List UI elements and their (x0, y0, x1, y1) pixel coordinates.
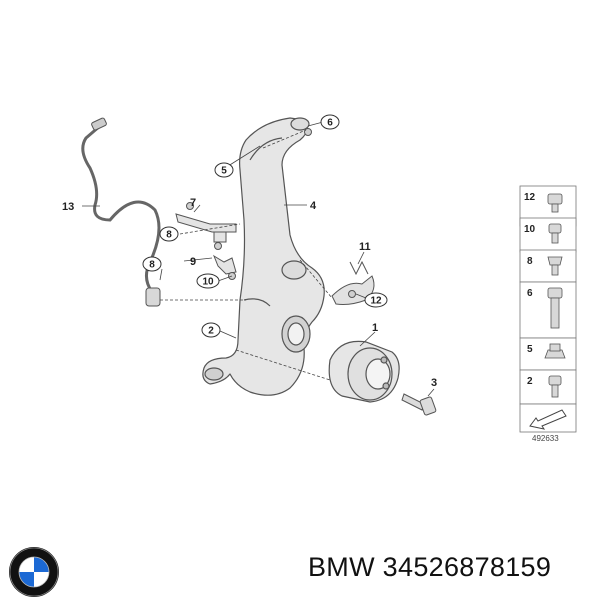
bmw-logo (9, 547, 59, 597)
fastener-8-label: 8 (527, 256, 533, 267)
wheel-hub (328, 340, 400, 403)
hub-bolt (401, 393, 437, 416)
fastener-2-label: 2 (527, 376, 533, 387)
fastener-10-label: 10 (524, 224, 536, 235)
fastener-icons (544, 193, 566, 398)
callout-7: 7 (190, 197, 196, 209)
fastener-12-label: 12 (524, 192, 536, 203)
part-number-caption: BMW 34526878159 (308, 552, 552, 582)
fastener-5-label: 5 (527, 344, 533, 355)
fastener-panel (519, 185, 577, 433)
callout-12: 12 (364, 292, 388, 308)
callout-2: 2 (201, 322, 221, 338)
callout-6-label: 6 (327, 118, 333, 129)
callout-8b-label: 8 (149, 260, 155, 271)
callout-8a: 8 (159, 226, 179, 242)
fastener-numbers: 12 10 8 6 5 2 (524, 192, 536, 387)
callout-8a-label: 8 (166, 230, 172, 241)
callout-4-label: 4 (310, 200, 317, 212)
direction-arrow-icon (529, 409, 567, 430)
callout-3-label: 3 (431, 377, 437, 389)
callout-7-label: 7 (190, 197, 196, 209)
fastener-6-label: 6 (527, 288, 533, 299)
callout-10: 10 (196, 273, 220, 289)
callout-5-label: 5 (221, 166, 227, 177)
callout-5: 5 (214, 162, 234, 178)
callout-3: 3 (431, 377, 437, 389)
diagram-number: 492633 (532, 434, 559, 443)
callout-9: 9 (190, 256, 196, 268)
abs-sensor-head (145, 287, 161, 307)
small-bolts (186, 128, 356, 298)
callout-10-label: 10 (202, 277, 214, 288)
callout-11-label: 11 (359, 241, 371, 253)
callout-2-label: 2 (208, 326, 214, 337)
callout-12-label: 12 (370, 296, 382, 307)
callout-1-label: 1 (372, 322, 378, 334)
callout-6: 6 (320, 114, 340, 130)
leader-lines (82, 121, 435, 397)
callout-11: 11 (359, 241, 371, 253)
callout-4: 4 (310, 200, 317, 212)
sensor-bracket (175, 213, 237, 275)
abs-sensor-connector (91, 117, 107, 131)
callout-9-label: 9 (190, 256, 196, 268)
callout-13: 13 (62, 201, 74, 213)
callout-13-label: 13 (62, 201, 74, 213)
callout-8b: 8 (142, 256, 162, 272)
callout-1: 1 (372, 322, 378, 334)
steering-knuckle (202, 117, 325, 396)
